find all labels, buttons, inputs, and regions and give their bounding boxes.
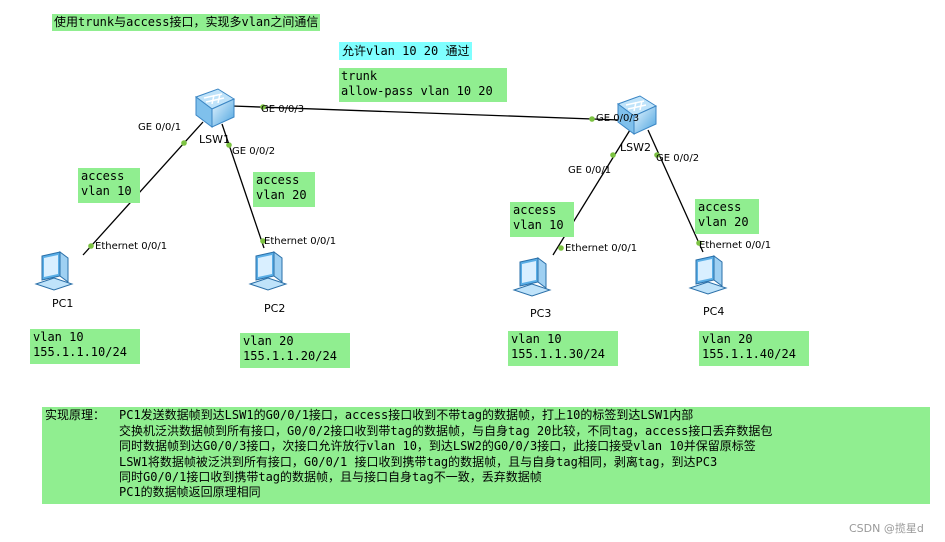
port-dot-lsw2-g001 (610, 152, 616, 158)
lsw1-label: LSW1 (199, 133, 230, 146)
trunk-allow-line: allow-pass vlan 10 20 (341, 84, 493, 98)
access-mode-line: access (256, 173, 300, 187)
principle-line-4: LSW1将数据帧被泛洪到所有接口，G0/0/1 接口收到携带tag的数据帧，且与… (119, 455, 718, 469)
principle-label: 实现原理： (45, 408, 106, 422)
principle-line-2: 交换机泛洪数据帧到所有接口，G0/0/2接口收到带tag的数据帧，与自身tag … (119, 424, 773, 438)
pc2-vlan: vlan 20 (243, 334, 294, 348)
pc2-ip: 155.1.1.20/24 (243, 349, 337, 363)
lsw2-label: LSW2 (620, 141, 651, 154)
port-dot-pc2 (260, 238, 266, 244)
pc4-device[interactable] (688, 254, 732, 296)
access-vlan-line: vlan 10 (81, 184, 132, 198)
port-dot-lsw1-g002 (226, 142, 232, 148)
allow-vlan-note: 允许vlan 10 20 通过 (339, 42, 473, 60)
pc1-ip: 155.1.1.10/24 (33, 345, 127, 359)
principle-line-3: 同时数据帧到达G0/0/3接口，次接口允许放行vlan 10，到达LSW2的G0… (119, 439, 756, 453)
lsw2-switch[interactable] (614, 92, 658, 136)
pc1-device[interactable] (34, 250, 78, 292)
diagram-title: 使用trunk与access接口，实现多vlan之间通信 (52, 14, 321, 31)
port-label-lsw1-g003: GE 0/0/3 (261, 104, 305, 115)
port-dot-lsw1-g003 (260, 104, 266, 110)
pc-icon (248, 251, 288, 291)
watermark: CSDN @揽星d (849, 522, 924, 535)
access-mode-line: access (698, 200, 742, 214)
pc3-ip: 155.1.1.30/24 (511, 347, 605, 361)
port-dot-pc4 (696, 240, 702, 246)
pc3-device[interactable] (512, 256, 556, 298)
principle-line-6: PC1的数据帧返回原理相同 (119, 485, 261, 499)
pc1-label: PC1 (52, 297, 74, 310)
access-vlan-line: vlan 20 (698, 215, 749, 229)
lsw1-switch[interactable] (192, 85, 236, 129)
link-lsw2-pc4 (647, 129, 704, 253)
port-label-lsw2-g001: GE 0/0/1 (568, 165, 612, 176)
principle-box: 实现原理： PC1发送数据帧到达LSW1的G0/0/1接口，access接口收到… (42, 407, 930, 504)
pc4-vlan: vlan 20 (702, 332, 753, 346)
pc2-device[interactable] (248, 250, 292, 292)
pc-icon (512, 257, 552, 297)
switch-icon (194, 88, 236, 128)
access-vlan-line: vlan 10 (513, 218, 564, 232)
pc-icon (34, 251, 74, 291)
port-label-pc2-eth: Ethernet 0/0/1 (264, 236, 337, 247)
port-label-lsw1-g002: GE 0/0/2 (232, 146, 276, 157)
pc-icon (688, 255, 728, 295)
port-dot-lsw2-g002 (654, 152, 660, 158)
pc2-label: PC2 (264, 302, 286, 315)
pc1-vlan: vlan 10 (33, 330, 84, 344)
trunk-mode-line: trunk (341, 69, 378, 83)
port-label-lsw2-g003: GE 0/0/3 (596, 113, 640, 124)
principle-line-5: 同时G0/0/1接口收到携带tag的数据帧，且与接口自身tag不一致，丢弃数据帧 (119, 470, 542, 484)
principle-line-1: PC1发送数据帧到达LSW1的G0/0/1接口，access接口收到不带tag的… (119, 408, 694, 422)
port-dot-pc1 (88, 243, 94, 249)
access-vlan-line: vlan 20 (256, 188, 307, 202)
pc3-vlan: vlan 10 (511, 332, 562, 346)
port-label-lsw1-g001: GE 0/0/1 (138, 122, 182, 133)
port-label-lsw2-g002: GE 0/0/2 (656, 153, 700, 164)
port-label-pc4-eth: Ethernet 0/0/1 (699, 240, 772, 251)
access-mode-line: access (513, 203, 557, 217)
switch-icon (616, 95, 658, 135)
port-label-pc3-eth: Ethernet 0/0/1 (565, 243, 638, 254)
pc4-label: PC4 (703, 305, 725, 318)
port-dot-lsw2-g003 (589, 116, 595, 122)
port-dot-lsw1-g001 (181, 140, 187, 146)
link-lsw1-lsw2 (231, 105, 621, 121)
access-mode-line: access (81, 169, 125, 183)
port-label-pc1-eth: Ethernet 0/0/1 (95, 241, 168, 252)
pc3-label: PC3 (530, 307, 552, 320)
pc4-ip: 155.1.1.40/24 (702, 347, 796, 361)
port-dot-pc3 (558, 245, 564, 251)
